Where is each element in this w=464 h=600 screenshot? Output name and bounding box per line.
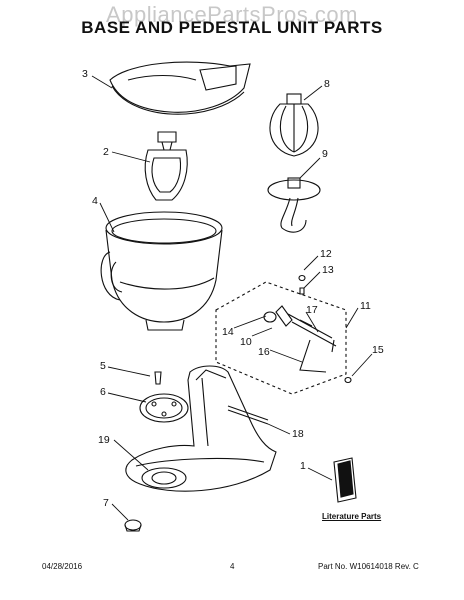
flat-beater-illustration [144,131,188,201]
literature-parts-label: Literature Parts [322,512,382,521]
wire-whip-illustration [269,93,319,157]
callout-17: 17 [306,304,318,316]
mixing-bowl-illustration [100,211,223,331]
callout-19: 19 [98,434,110,446]
callout-6: 6 [100,386,106,398]
callout-12: 12 [320,248,332,260]
bowl-lift-assembly-box [215,274,352,395]
pedestal-base-illustration [125,365,277,492]
rubber-foot-illustration [124,519,142,532]
callout-8: 8 [324,78,330,90]
callout-5: 5 [100,360,106,372]
hinge-pin-illustration [227,405,269,425]
callout-18: 18 [292,428,304,440]
page-title: BASE AND PEDESTAL UNIT PARTS [81,18,383,37]
callout-1: 1 [300,460,306,472]
callout-2: 2 [103,146,109,158]
callout-16: 16 [258,346,270,358]
literature-illustration [333,457,357,503]
leader-lines [91,75,373,521]
callout-14: 14 [222,326,234,338]
callout-15: 15 [372,344,384,356]
callout-11: 11 [360,300,371,312]
callout-7: 7 [103,497,109,509]
footer-page: 4 [230,562,235,571]
callout-10: 10 [240,336,252,348]
callout-3: 3 [82,68,88,80]
callout-4: 4 [92,195,98,207]
callout-13: 13 [322,264,334,276]
clamp-plate-illustration [139,371,189,423]
pouring-shield-illustration [109,61,251,115]
footer-date: 04/28/2016 [42,562,83,571]
dough-hook-illustration [267,177,321,233]
footer-part-no: Part No. W10614018 Rev. C [318,562,419,571]
watermark: AppliancePartsPros.com [106,2,358,27]
callout-9: 9 [322,148,328,160]
